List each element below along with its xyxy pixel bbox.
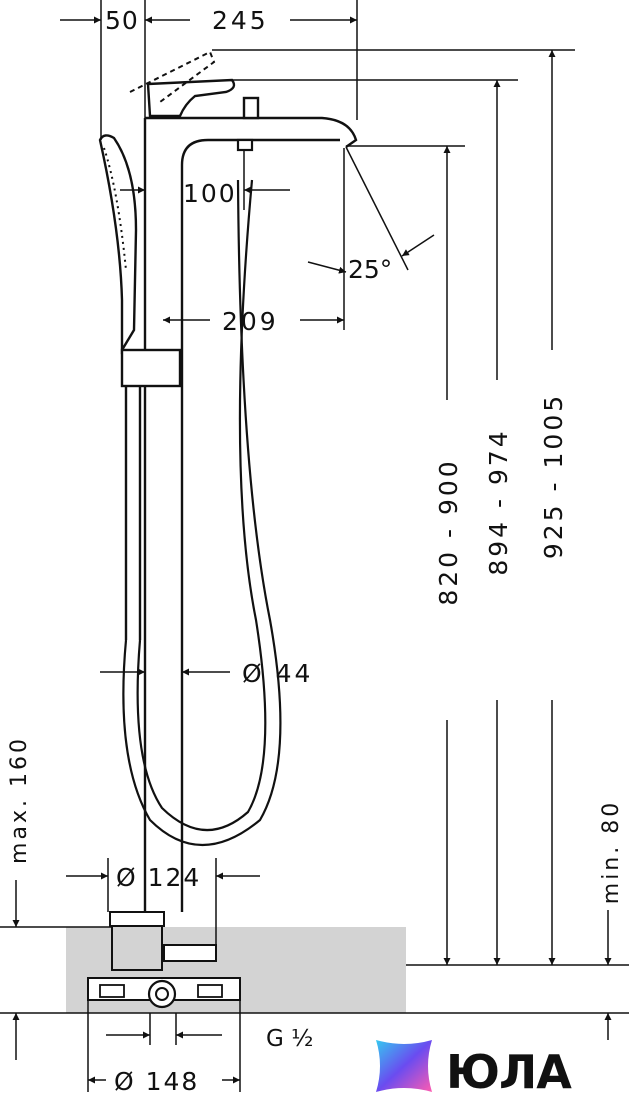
dim-height-total: 925 - 1005 [539,393,568,559]
dim-floor-max: max. 160 [7,736,32,864]
dim-column-diameter: Ø 44 [242,659,313,688]
dim-spout-offset: 100 [183,179,237,208]
base-body [111,925,163,971]
dim-box-diameter: Ø 148 [114,1067,199,1096]
dim-height-lever: 894 - 974 [484,428,513,575]
base-plate [109,911,165,927]
shower-holder [120,348,182,388]
hand-shower [98,134,182,640]
mixer-lever-tilted [129,50,216,103]
box-flange-right [197,984,223,998]
shower-head [98,134,138,355]
box-flange-left [99,984,125,998]
shower-hose [122,138,282,847]
dim-height-spout: 820 - 900 [434,458,463,605]
star-diamond-icon [376,1040,432,1092]
base-ring [163,944,217,962]
faucet-body [129,50,358,912]
dim-spout-angle: 25° [348,255,392,284]
diverter-knob [242,96,260,120]
floor-section [0,911,629,1014]
dim-spout-reach: 245 [212,6,269,35]
dimension-labels: 50 245 100 25° 209 820 - 900 894 - 974 9… [7,6,624,1096]
dim-floor-min: min. 80 [599,800,624,904]
dim-connection: G ½ [266,1026,313,1052]
dim-spout-to-column: 209 [222,307,279,336]
dimension-lines [12,0,612,1092]
brand-logo: ЮЛА [376,1040,573,1099]
dim-base-diameter: Ø 124 [116,863,201,892]
dim-top-offset: 50 [105,6,139,35]
connection-nut-inner [155,987,169,1001]
logo-text: ЮЛА [446,1045,572,1099]
mixer-lever [146,78,236,118]
